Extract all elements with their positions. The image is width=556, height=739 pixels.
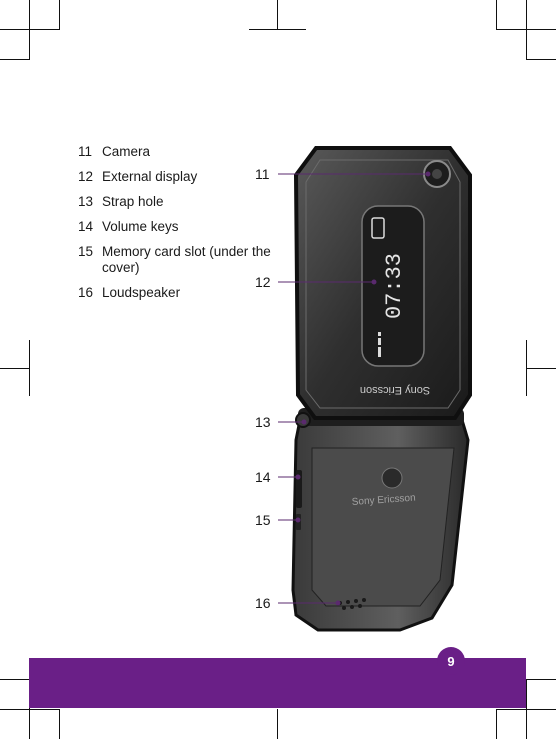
- crop-mark: [249, 29, 306, 30]
- crop-mark: [0, 679, 30, 680]
- callout-14: 14: [255, 469, 271, 485]
- legend-number: 11: [78, 144, 93, 159]
- legend-label: Memory card slot (under the cover): [102, 244, 271, 275]
- lower-logo-mark: [381, 467, 403, 489]
- legend-number: 14: [78, 219, 94, 234]
- legend-number: 12: [78, 169, 94, 184]
- legend-label: Strap hole: [102, 194, 164, 209]
- crop-mark: [0, 368, 30, 369]
- lower-brand-text: Sony Ericsson: [351, 493, 416, 508]
- loudspeaker-grille: [338, 598, 366, 610]
- camera-inner: [432, 169, 442, 179]
- crop-mark: [526, 0, 527, 60]
- upper-facet: [305, 159, 461, 409]
- crop-mark: [0, 29, 60, 30]
- crop-mark: [0, 59, 30, 60]
- legend-item-volume-keys: 14 Volume keys: [78, 219, 278, 235]
- lower-panel: [311, 447, 455, 607]
- legend-label: External display: [102, 169, 198, 184]
- page-number-badge: 9: [437, 647, 465, 675]
- parts-legend: 11 Camera 12 External display 13 Strap h…: [78, 144, 278, 310]
- signal-icon: [378, 332, 381, 357]
- crop-mark: [496, 709, 556, 710]
- legend-label: Loudspeaker: [102, 285, 181, 300]
- legend-label: Volume keys: [102, 219, 179, 234]
- crop-mark: [29, 0, 30, 60]
- battery-icon: [371, 217, 385, 239]
- crop-mark: [59, 709, 60, 739]
- callout-11: 11: [255, 166, 270, 182]
- legend-item-camera: 11 Camera: [78, 144, 278, 160]
- crop-mark: [496, 709, 497, 739]
- legend-item-external-display: 12 External display: [78, 169, 278, 185]
- upper-brand-text: Sony Ericsson: [360, 384, 430, 396]
- legend-number: 13: [78, 194, 94, 209]
- legend-number: 15: [78, 244, 94, 259]
- legend-item-memory-card-slot: 15 Memory card slot (under the cover): [78, 244, 278, 276]
- crop-mark: [496, 29, 556, 30]
- crop-mark: [0, 709, 60, 710]
- page-number: 9: [447, 653, 455, 669]
- legend-number: 16: [78, 285, 94, 300]
- external-display-shape: [361, 205, 425, 367]
- crop-mark: [496, 0, 497, 30]
- callout-15: 15: [255, 512, 271, 528]
- callout-16: 16: [255, 595, 271, 611]
- legend-item-strap-hole: 13 Strap hole: [78, 194, 278, 210]
- callout-13: 13: [255, 414, 271, 430]
- crop-mark: [526, 368, 556, 369]
- crop-mark: [526, 59, 556, 60]
- legend-item-loudspeaker: 16 Loudspeaker: [78, 285, 278, 301]
- callout-12: 12: [255, 274, 271, 290]
- display-time: 07:33: [382, 253, 407, 319]
- crop-mark: [277, 0, 278, 30]
- volume-keys-shape: [296, 470, 302, 508]
- legend-label: Camera: [102, 144, 151, 159]
- crop-mark: [59, 0, 60, 30]
- callout-lines: [278, 171, 431, 606]
- crop-mark: [277, 709, 278, 739]
- crop-mark: [526, 679, 556, 680]
